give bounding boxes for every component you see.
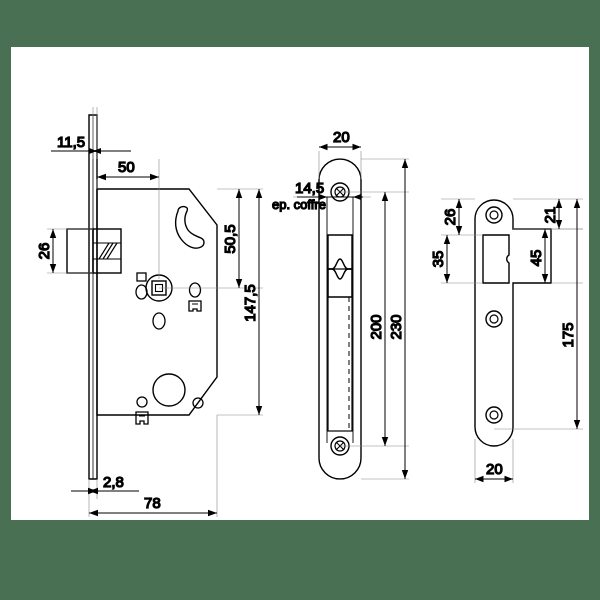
cam-detail [188,300,202,312]
oval-hole-lower [152,312,166,330]
dim-200 [381,192,389,446]
drawing-svg-container: 11,5 50 26 [11,47,589,520]
strike-opening [482,234,510,284]
strike-plate-view: 26 35 21 [429,198,583,483]
dim-50 [97,173,159,181]
strike-extension-lines [441,198,583,483]
dim-label-78: 78 [144,495,161,512]
bracket-detail [135,411,149,425]
dim-strike-45 [541,229,549,283]
dim-label-strike-175: 175 [560,322,577,347]
dim-label-strike-20: 20 [486,461,503,478]
small-square-hole [136,272,147,282]
screw-bottom [485,406,503,424]
small-oval-hole-right [188,282,202,298]
dim-label-147-5: 147,5 [242,284,259,322]
screw-top [485,206,503,224]
dim-strike-26 [455,199,463,235]
fixing-hole-right [192,397,204,409]
front-view: 11,5 50 26 [35,107,263,517]
dim-label-2-8: 2,8 [103,474,124,491]
drawing-canvas: 11,5 50 26 [11,47,589,520]
faceplate-case-outline [326,197,354,443]
faceplate-outline [318,158,362,480]
dim-label-26: 26 [36,243,53,260]
dim-label-11-5: 11,5 [57,134,85,151]
front-extension-lines [47,107,263,517]
dim-strike-35 [443,235,451,283]
dim-strike-20 [475,475,513,483]
dim-label-strike-26: 26 [442,209,459,226]
front-faceplate [88,114,98,480]
dim-label-14-5: 14,5 [295,180,324,197]
dim-78 [89,509,217,517]
dim-label-strike-35: 35 [430,251,447,268]
lock-case-body [96,188,218,416]
dim-230 [401,159,409,479]
dim-note-ep-coffre: ep. coffre [272,197,326,212]
deadbolt [66,228,122,274]
cylinder-hole [152,373,186,407]
faceplate-edge-view: 20 14,5 ep. coffre 200 [271,128,409,480]
dim-label-strike-45: 45 [528,250,545,267]
dim-label-strike-21: 21 [542,207,559,224]
dim-strike-21 [555,199,563,229]
dim-2-8 [71,487,139,495]
small-oval-hole-left [135,284,148,300]
dim-label-50-5: 50,5 [222,224,239,253]
dim-faceplate-20 [319,143,361,151]
technical-drawing-svg: 11,5 50 26 [35,107,583,517]
latch-bolt [174,205,205,249]
dim-147-5 [255,189,263,415]
dim-label-50: 50 [118,159,135,176]
dim-14-5 [297,194,363,200]
screw-middle [485,310,503,328]
dim-label-faceplate-20: 20 [333,129,350,146]
dim-26 [49,229,57,273]
dim-label-230: 230 [388,314,405,339]
dim-50-5 [235,189,243,288]
fixing-hole-left [136,396,148,408]
latch-opening [327,234,353,298]
dim-label-200: 200 [368,314,385,339]
dim-strike-175 [573,199,581,429]
dim-11-5 [51,148,131,154]
